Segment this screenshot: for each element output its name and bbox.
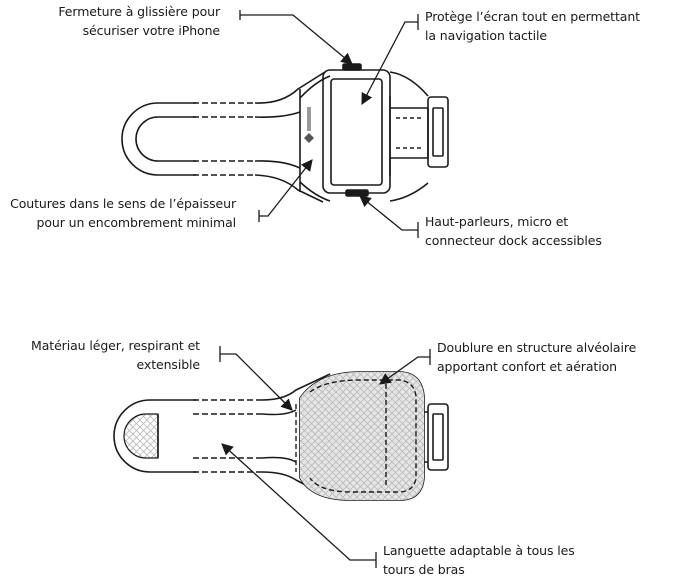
label-screen: Protège l’écran tout en permettant la na… [425, 7, 640, 45]
label-material-line2: extensible [136, 357, 201, 372]
label-seams-line2: pour un encombrement minimal [36, 215, 237, 230]
label-ports-line2: connecteur dock accessibles [425, 233, 602, 248]
label-screen-line1: Protège l’écran tout en permettant [425, 9, 640, 24]
armband-front [121, 63, 449, 203]
label-strap-line2: tours de bras [383, 562, 465, 577]
label-lining-line1: Doublure en structure alvéolaire [437, 340, 637, 355]
label-material-line1: Matériau léger, respirant et [31, 338, 200, 353]
label-ports: Haut-parleurs, micro et connecteur dock … [425, 212, 602, 250]
label-zipper-line1: Fermeture à glissière pour [58, 4, 220, 19]
label-material: Matériau léger, respirant et extensible [0, 336, 200, 374]
label-seams: Coutures dans le sens de l’épaisseur pou… [0, 194, 236, 232]
label-seams-line1: Coutures dans le sens de l’épaisseur [10, 196, 236, 211]
label-lining: Doublure en structure alvéolaire apporta… [437, 338, 636, 376]
label-ports-line1: Haut-parleurs, micro et [425, 214, 569, 229]
mesh-lining [300, 372, 424, 500]
label-zipper: Fermeture à glissière pour sécuriser vot… [0, 2, 220, 40]
label-lining-line2: apportant confort et aération [437, 359, 617, 374]
callout-leaders [220, 10, 431, 568]
label-strap: Languette adaptable à tous les tours de … [383, 541, 575, 579]
label-screen-line2: la navigation tactile [425, 28, 547, 43]
label-strap-line1: Languette adaptable à tous les [383, 543, 575, 558]
label-zipper-line2: sécuriser votre iPhone [82, 23, 221, 38]
brand-logo-icon [304, 107, 314, 143]
